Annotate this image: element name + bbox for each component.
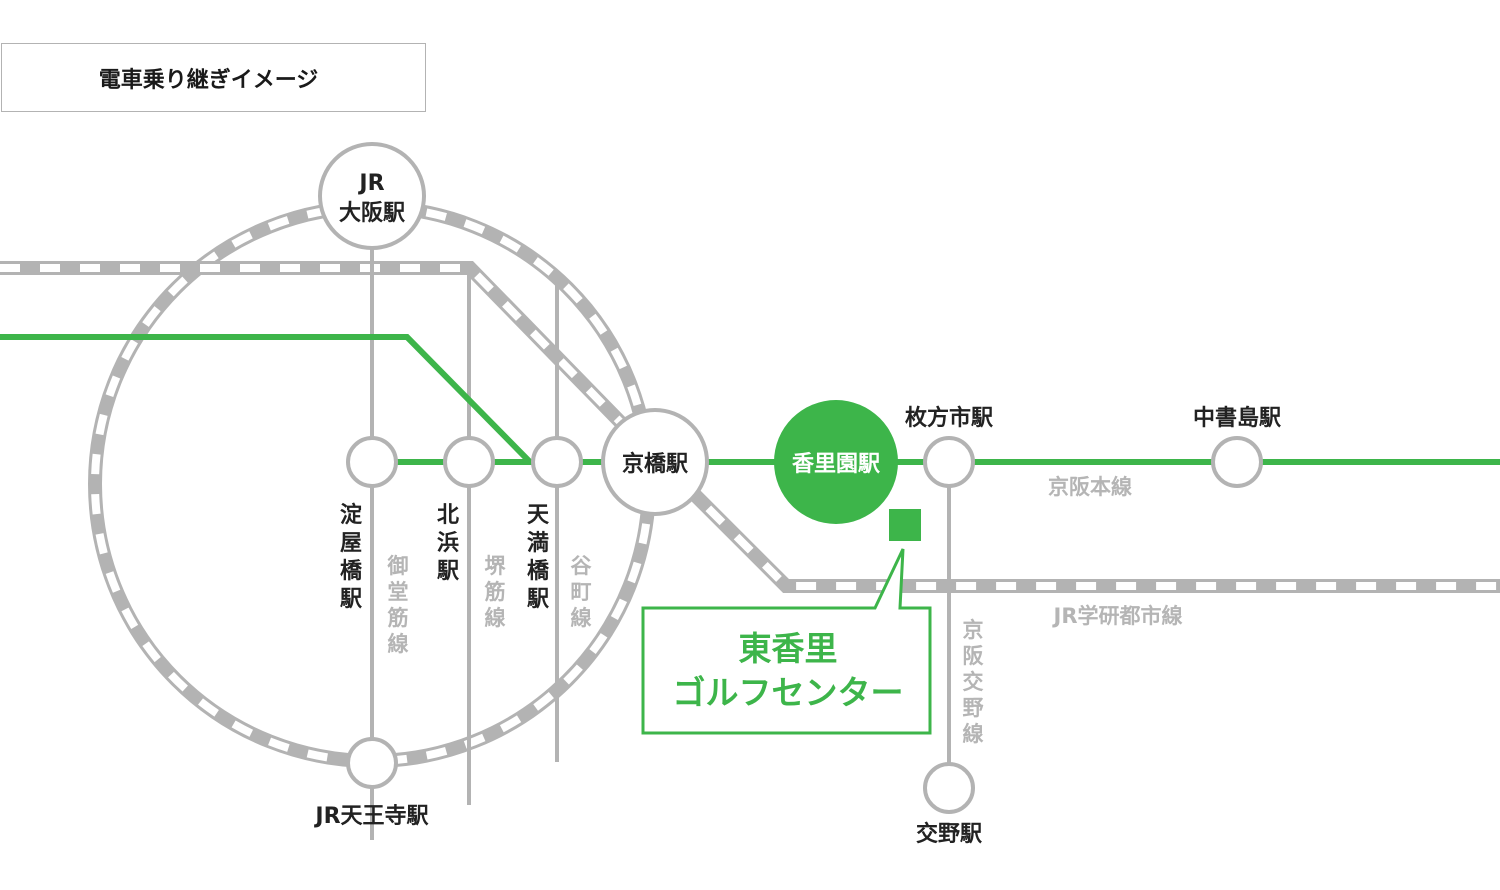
station-jr-tennoji[interactable] [346,737,398,789]
destination-name-line2: ゴルフセンター [673,673,904,712]
katano-label: 交野駅 [916,821,982,847]
jr-gakkentoshi-line-label: JR学研都市線 [1052,604,1183,628]
hirakatashi-label: 枚方市駅 [905,405,993,431]
midosuji-line-label: 御堂筋線 [387,554,409,656]
station-jr-osaka[interactable] [318,142,426,250]
kitahama-label: 北浜駅 [437,503,459,584]
keihan-main-line [0,334,1500,465]
jr-gakkentoshi-line [675,475,1500,593]
station-kitahama[interactable] [443,436,495,488]
station-yodoyabashi[interactable] [346,436,398,488]
station-katano[interactable] [923,762,975,814]
destination-marker[interactable] [889,509,921,541]
destination-name-line1: 東香里 [739,629,838,668]
station-tenmabashi[interactable] [531,436,583,488]
jr-top-line [0,261,634,435]
station-hirakatashi[interactable] [923,436,975,488]
yodoyabashi-label: 淀屋橋駅 [340,502,363,612]
tenmabashi-label: 天満橋駅 [527,503,550,612]
keihan-katano-line-label: 京阪交野線 [963,618,985,746]
jr-tennoji-label: JR天王寺駅 [313,804,428,829]
map-title-box: 電車乗り継ぎイメージ [1,43,426,112]
destination-callout [641,548,932,735]
map-title: 電車乗り継ぎイメージ [98,67,319,93]
station-korien[interactable] [774,400,898,524]
nakanoshima-label: 中書島駅 [1193,405,1281,431]
jr-osaka-label-line1: JR [357,171,384,196]
tanimachi-line-label: 谷町線 [571,554,593,630]
korien-label: 香里園駅 [792,452,880,477]
station-nakanoshima[interactable] [1211,436,1263,488]
keihan-main-line-label: 京阪本線 [1048,475,1132,499]
jr-osaka-label-line2: 大阪駅 [339,201,405,226]
station-kyobashi[interactable] [601,408,709,516]
sakaisuji-line-label: 堺筋線 [484,554,507,630]
kyobashi-label: 京橋駅 [622,451,688,477]
